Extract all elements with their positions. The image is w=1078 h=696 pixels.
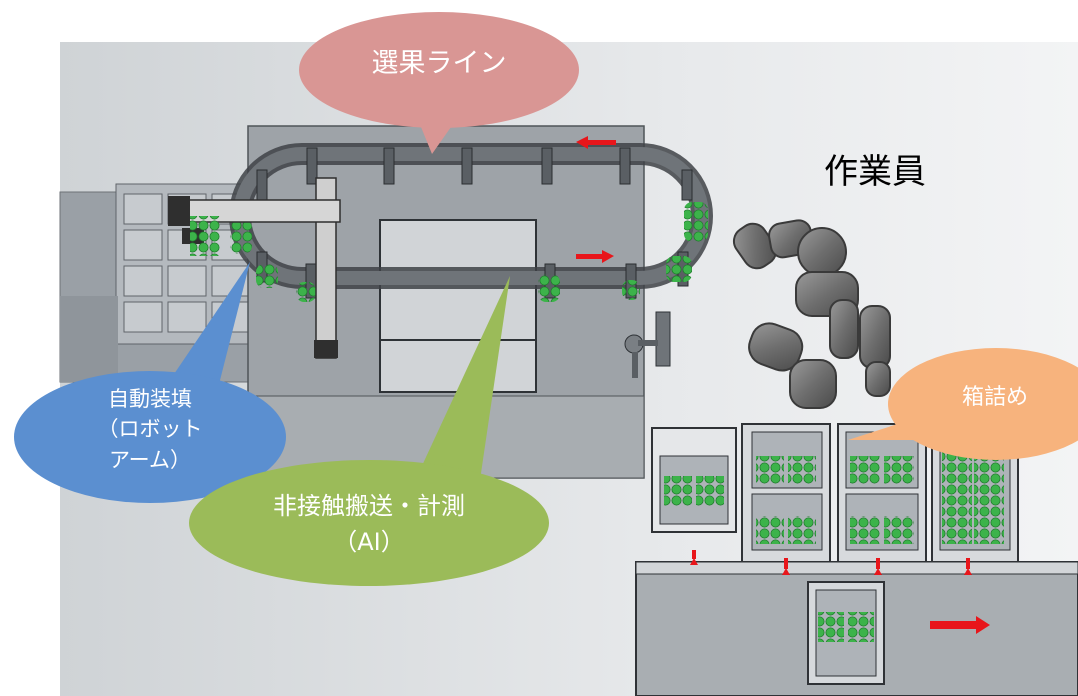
worker-figure (732, 219, 891, 409)
callout-measurement-bubble (189, 276, 549, 586)
packing-stations (651, 423, 1019, 565)
callout-auto-loading-bubble (14, 262, 286, 503)
callout-packing-bubble (848, 348, 1078, 460)
robot-arm (168, 177, 341, 359)
valve-handle (624, 311, 671, 378)
output-conveyor (635, 550, 1078, 696)
callout-line-bubble (299, 12, 579, 154)
